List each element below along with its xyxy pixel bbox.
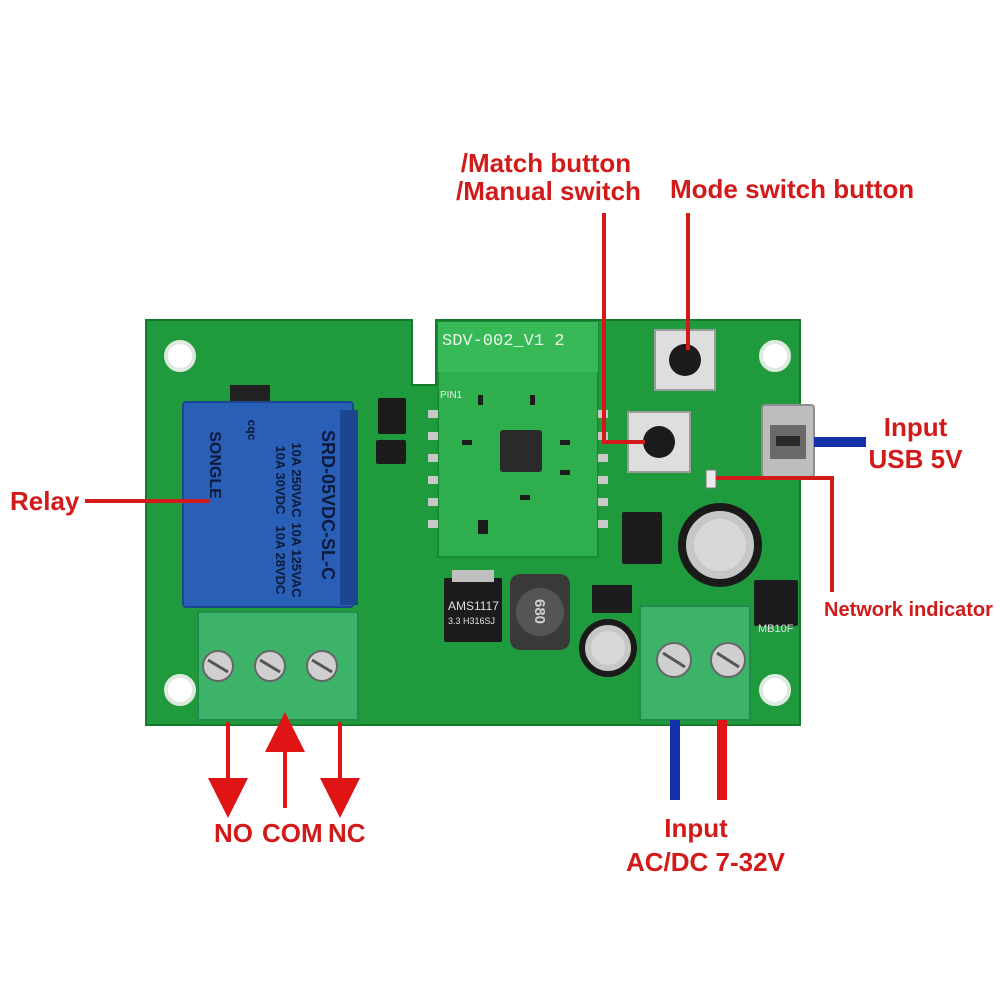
relay-rating-3: 10A 125VAC xyxy=(289,522,304,598)
match-label-line2: /Manual switch xyxy=(456,176,641,206)
module-model-print: SDV-002_V1 2 xyxy=(442,332,564,351)
module-pin-print: PIN1 xyxy=(440,390,463,401)
match-label-line1: /Match button xyxy=(460,148,632,178)
mode-switch-label: Mode switch button xyxy=(670,174,915,204)
contact-arrows xyxy=(208,712,360,818)
usb-label-line2: USB 5V xyxy=(868,444,963,474)
usb-input-label: Input USB 5V xyxy=(868,414,963,472)
nc-label: NC xyxy=(328,818,366,848)
match-button-label: /Match button /Manual switch xyxy=(456,148,641,206)
relay-rating-4: 10A 28VDC xyxy=(273,526,288,595)
acdc-label-line1: Input xyxy=(664,813,728,843)
power-terminal-block xyxy=(639,605,751,721)
callout-lines xyxy=(85,213,834,592)
acdc-label-line2: AC/DC 7-32V xyxy=(626,847,785,877)
small-components: MB10F AMS1117 3.3 H316SJ 680 xyxy=(376,398,798,650)
usb-label-line1: Input xyxy=(883,412,948,442)
regulator-sub-print: 3.3 H316SJ xyxy=(448,616,495,626)
no-label: NO xyxy=(214,818,253,848)
relay: SONGLE SRD-05VDC-SL-C 10A 250VAC 10A 30V… xyxy=(182,385,358,608)
mounting-holes xyxy=(164,340,791,706)
relay-terminal-block xyxy=(197,611,359,721)
relay-brand-print: SONGLE xyxy=(206,431,223,499)
relay-rating-2: 10A 30VDC xyxy=(273,446,288,515)
match-button xyxy=(627,411,691,473)
com-label: COM xyxy=(262,818,323,848)
relay-model-print: SRD-05VDC-SL-C xyxy=(318,430,338,580)
regulator-print: AMS1117 xyxy=(448,599,499,613)
network-indicator-label: Network indicator xyxy=(824,599,993,621)
inductor-print: 680 xyxy=(531,599,548,624)
relay-label: Relay xyxy=(10,486,80,516)
wifi-module: SDV-002_V1 2 PIN1 xyxy=(428,321,608,558)
mode-switch-button xyxy=(654,329,716,391)
relay-cert-print: cqc xyxy=(245,420,259,441)
capacitors xyxy=(579,503,762,677)
bridge-print: MB10F xyxy=(758,623,794,635)
usb-port xyxy=(761,404,815,478)
network-led xyxy=(705,469,717,489)
acdc-input-label: Input AC/DC 7-32V xyxy=(626,813,785,877)
relay-rating-1: 10A 250VAC xyxy=(289,442,304,518)
